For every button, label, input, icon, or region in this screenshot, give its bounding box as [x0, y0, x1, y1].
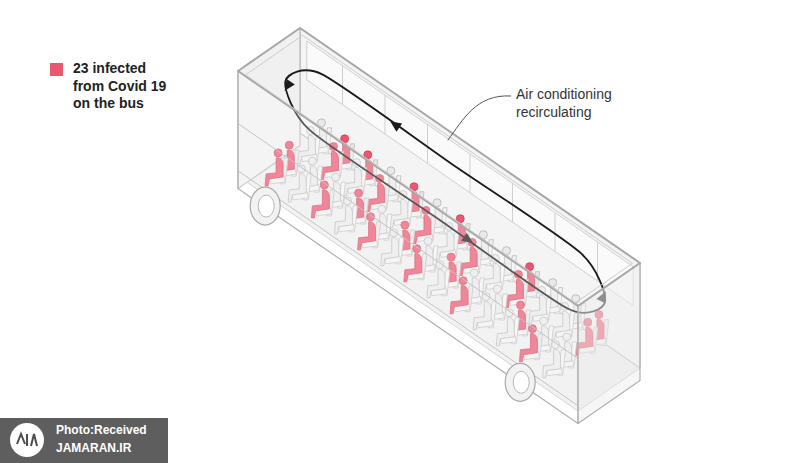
window-pillar [427, 125, 428, 164]
airflow-arrowhead [285, 79, 295, 91]
legend-item: 23 infected from Covid 19 on the bus [50, 60, 181, 113]
callout-label: Air conditioning recirculating [516, 86, 656, 121]
window-pillar [385, 95, 386, 134]
watermark-text: JAMARAN.IR [56, 441, 131, 456]
watermark-logo [10, 423, 44, 457]
bus-window-line [238, 124, 578, 359]
window-pillar [555, 213, 556, 252]
legend-swatch [50, 63, 63, 76]
watermark-ground [0, 418, 168, 463]
window-pillar [512, 183, 513, 222]
window-pillar [342, 66, 343, 105]
bus-front [578, 263, 640, 424]
wheel-hub [513, 371, 529, 393]
watermark-logo-mark [17, 434, 37, 446]
wheel [250, 187, 280, 225]
bus-roof [238, 28, 640, 306]
legend-text: 23 infected from Covid 19 on the bus [73, 60, 181, 113]
leader-line [448, 96, 511, 140]
wheel [505, 363, 535, 401]
airflow-arrowhead [390, 121, 402, 131]
window-pillar [470, 154, 471, 193]
bus-near-wall [238, 71, 578, 424]
bus-skirt-line [238, 171, 578, 406]
wheel-hub [258, 195, 274, 217]
watermark-text: Photo:Received [56, 423, 147, 438]
